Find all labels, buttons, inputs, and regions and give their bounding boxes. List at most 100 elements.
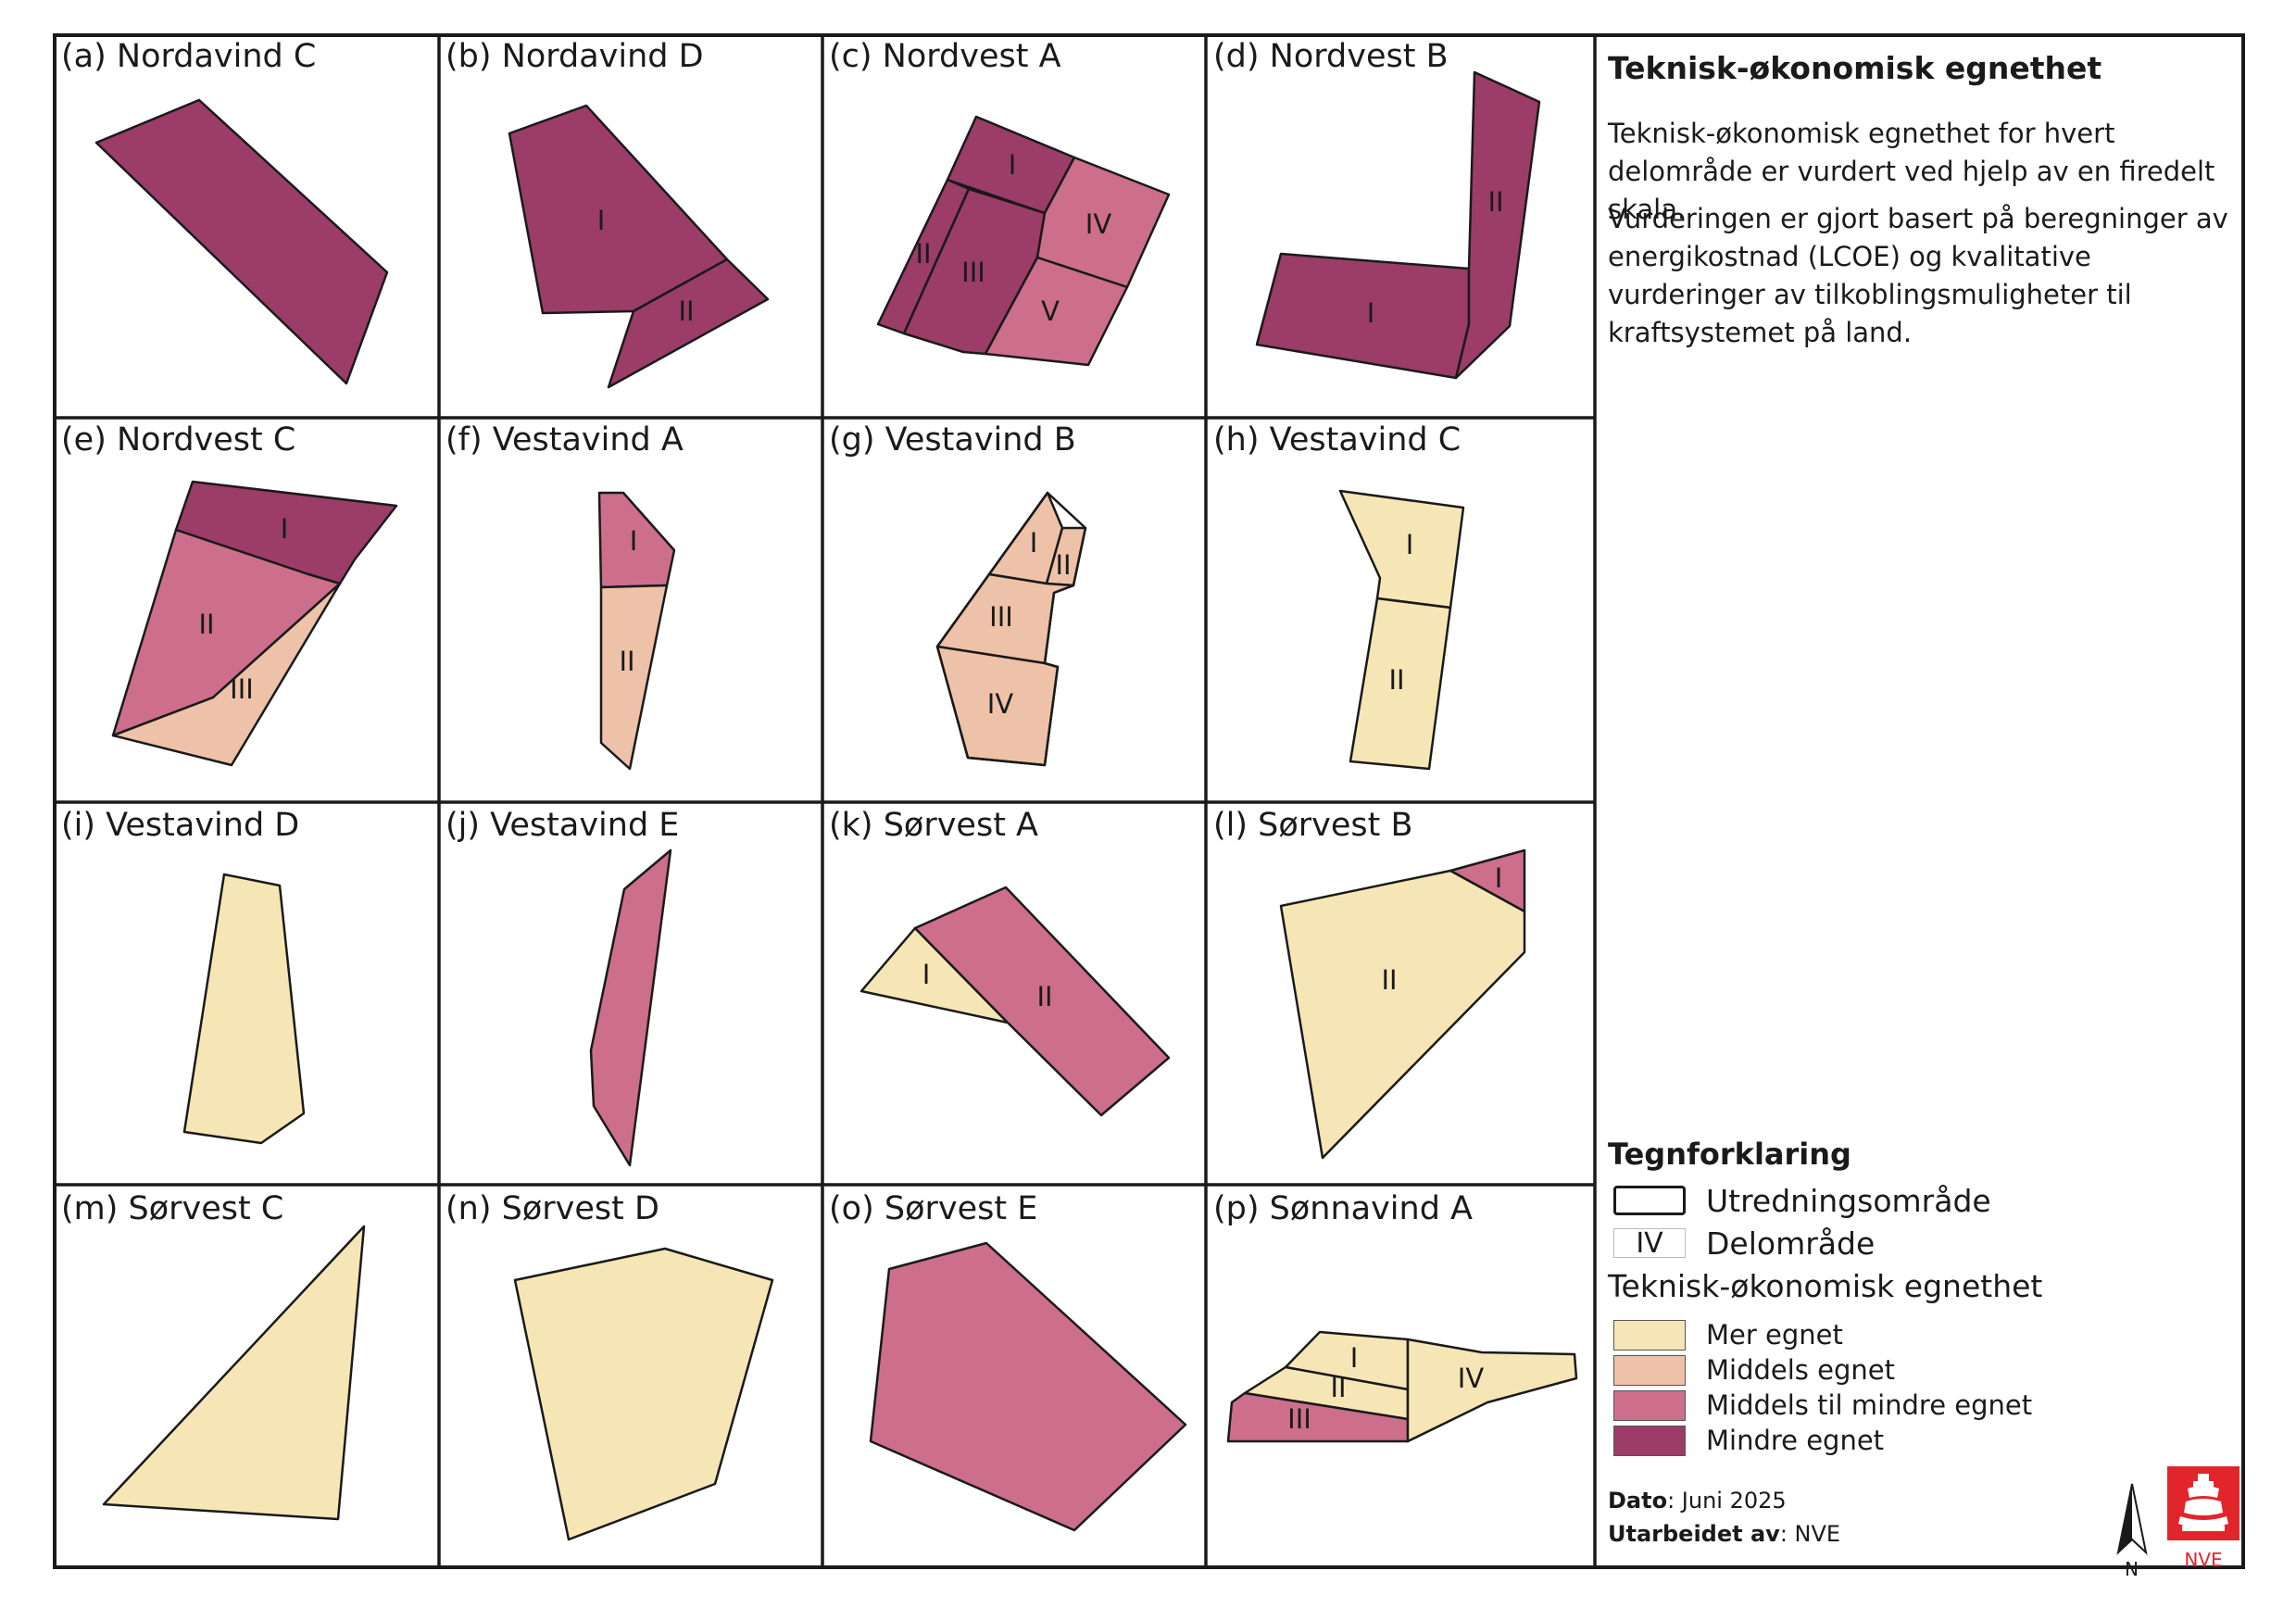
legend-title: Tegnforklaring <box>1608 1137 1851 1172</box>
legend-label: Mindre egnet <box>1706 1425 1885 1456</box>
zone-polygon <box>607 258 770 389</box>
panel-n: (n) Sørvest D <box>445 1190 774 1541</box>
legend-label: Mer egnet <box>1706 1319 1843 1351</box>
legend-label: Utredningsområde <box>1706 1182 1991 1219</box>
zone-polygon <box>597 491 676 589</box>
panel-k: (k) Sørvest A I II <box>829 807 1171 1117</box>
legend-row-delomrade: IV Delområde <box>1613 1225 1876 1262</box>
zone-polygon <box>984 256 1129 367</box>
north-letter: N <box>2125 1558 2139 1580</box>
panel-title: (h) Vestavind C <box>1213 421 1461 459</box>
utredningsomrade-symbol <box>1613 1186 1686 1215</box>
panel-h: (h) Vestavind C I II <box>1213 421 1465 771</box>
panel-title: (e) Nordvest C <box>61 421 295 459</box>
date-line: Dato: Juni 2025 <box>1608 1488 1787 1514</box>
legend-swatch <box>1613 1319 1686 1351</box>
legend-swatch <box>1613 1354 1686 1386</box>
zone-label: III <box>230 673 254 705</box>
author-line: Utarbeidet av: NVE <box>1608 1521 1840 1547</box>
zone-label: II <box>1055 549 1071 581</box>
zone-polygon <box>1338 489 1465 609</box>
north-arrow-icon <box>2116 1483 2148 1555</box>
delomrade-symbol: IV <box>1613 1227 1686 1260</box>
sidebar-paragraph-2: Vurderingen er gjort basert på beregning… <box>1608 203 2228 348</box>
legend-swatch <box>1613 1425 1686 1456</box>
zone-label: I <box>1030 527 1038 559</box>
zone-label: I <box>597 205 606 236</box>
panel-title: (l) Sørvest B <box>1213 807 1413 844</box>
zone-label: III <box>989 601 1013 633</box>
panel-g: (g) Vestavind B I II III IV <box>829 421 1087 767</box>
panel-f: (f) Vestavind A I II <box>445 421 684 771</box>
zone-label: II <box>1487 186 1503 218</box>
zone-label: III <box>1287 1403 1311 1435</box>
panel-title: (o) Sørvest E <box>829 1190 1037 1227</box>
outline-g <box>935 491 1087 767</box>
zone-polygon <box>599 584 669 771</box>
zone-label: I <box>630 525 638 557</box>
legend-row-mer-egnet: Mer egnet <box>1613 1319 1843 1351</box>
sidebar: Teknisk-økonomisk egnethet Teknisk-økono… <box>1595 35 2243 1580</box>
zone-label: IV <box>987 688 1014 720</box>
panel-o: (o) Sørvest E <box>829 1190 1187 1532</box>
zone-label: II <box>915 238 931 270</box>
panel-c: (c) Nordvest A I II III IV V <box>829 38 1171 367</box>
zone-label: II <box>1330 1372 1346 1403</box>
logo-text: NVE <box>2184 1549 2222 1571</box>
zone-label: V <box>1041 295 1060 327</box>
legend-label: Middels egnet <box>1706 1354 1895 1386</box>
zone-label: IV <box>1085 208 1112 240</box>
zone-label: II <box>198 609 214 640</box>
panel-j: (j) Vestavind E <box>445 807 679 1167</box>
zone-label: II <box>1388 664 1404 696</box>
zone-label: IV <box>1458 1363 1485 1394</box>
author-value: : NVE <box>1779 1521 1841 1547</box>
legend-row-middels-egnet: Middels egnet <box>1613 1354 1895 1386</box>
panel-b: (b) Nordavind D I II <box>445 38 770 389</box>
panel-title: (g) Vestavind B <box>829 421 1076 459</box>
zone-label: I <box>1367 297 1375 329</box>
panel-m: (m) Sørvest C <box>61 1190 366 1521</box>
panel-title: (c) Nordvest A <box>829 38 1061 75</box>
legend-swatch <box>1613 1389 1686 1421</box>
panel-title: (f) Vestavind A <box>445 421 684 459</box>
zone-polygon <box>1255 252 1471 380</box>
zone-label: I <box>922 959 931 990</box>
panel-d: (d) Nordvest B I II <box>1213 38 1541 380</box>
legend-label: Middels til mindre egnet <box>1706 1389 2033 1421</box>
zone-label: I <box>281 513 289 545</box>
zone-polygon <box>1406 1338 1578 1443</box>
sidebar-title: Teknisk-økonomisk egnethet <box>1608 50 2102 86</box>
zone-polygon <box>869 1241 1187 1532</box>
zone-label: I <box>1406 529 1414 560</box>
zone-polygon <box>589 848 672 1167</box>
zone-polygon <box>1226 1391 1410 1443</box>
zone-label: III <box>961 257 985 288</box>
panel-i: (i) Vestavind D <box>61 807 306 1145</box>
zone-polygon <box>111 582 342 767</box>
panel-e: (e) Nordvest C I II III <box>61 421 398 767</box>
sidebar-paragraph-1: Teknisk-økonomisk egnethet for hvert del… <box>1608 118 2215 225</box>
zone-label: I <box>1009 149 1017 181</box>
zone-polygon <box>1279 869 1526 1160</box>
panel-title: (a) Nordavind C <box>61 38 316 75</box>
zone-label: II <box>1381 964 1397 996</box>
panel-grid <box>55 35 1597 1567</box>
zone-label: I <box>1350 1342 1359 1374</box>
zone-label: II <box>678 295 694 327</box>
zone-polygon <box>94 98 389 385</box>
panel-a: (a) Nordavind C <box>61 38 389 385</box>
panel-title: (k) Sørvest A <box>829 807 1038 844</box>
nve-logo-icon: NVE <box>2167 1466 2240 1571</box>
legend-label: Delområde <box>1706 1225 1876 1262</box>
zone-polygon <box>182 873 306 1145</box>
legend-row-middels-til-mindre-egnet: Middels til mindre egnet <box>1613 1389 2032 1421</box>
panel-title: (j) Vestavind E <box>445 807 679 844</box>
legend-row-mindre-egnet: Mindre egnet <box>1613 1425 1884 1456</box>
date-label: Dato <box>1608 1488 1668 1514</box>
panel-title: (p) Sønnavind A <box>1213 1190 1473 1227</box>
panel-title: (d) Nordvest B <box>1213 38 1449 75</box>
author-label: Utarbeidet av <box>1608 1521 1780 1547</box>
panel-title: (m) Sørvest C <box>61 1190 283 1227</box>
